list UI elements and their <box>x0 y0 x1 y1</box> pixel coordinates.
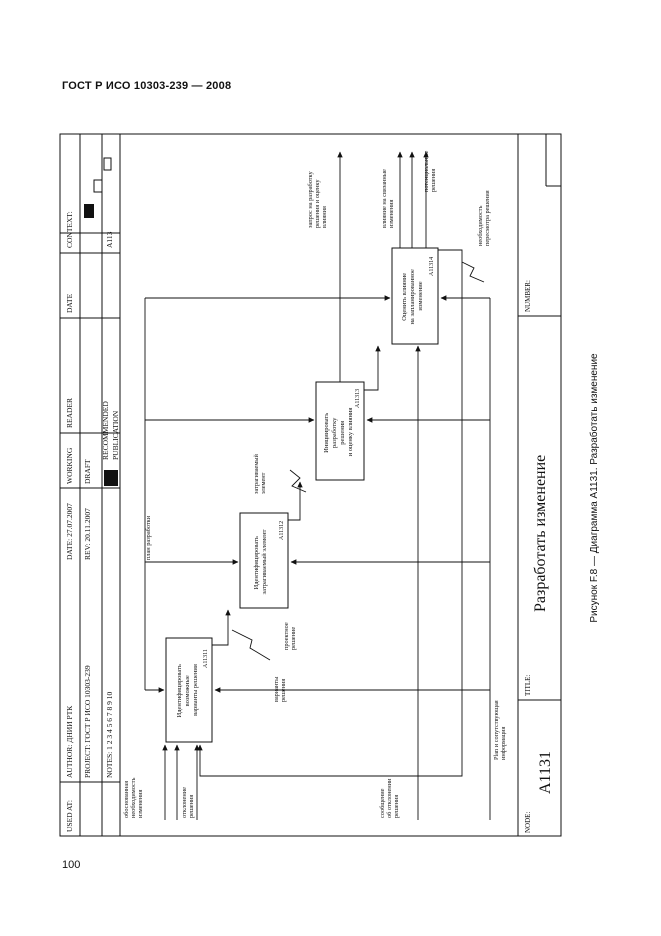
options-label: варианты решения <box>273 675 287 702</box>
date-label: DATE: 27.07.2007 <box>65 503 74 560</box>
figure-caption: Рисунок F.8 — Диаграмма A1131. Разработа… <box>589 353 600 623</box>
output-potential-label: потенциальные решения <box>423 149 437 192</box>
box-a11311-label: Идентифицировать возможные варианты реше… <box>176 663 199 718</box>
input-need-label: обоснованная необходимость изменения <box>123 776 144 818</box>
output-request-label: запрос на разработку решения и оценку вл… <box>307 170 328 228</box>
feedback-rejection-loop <box>197 249 463 777</box>
page-number: 100 <box>62 859 81 871</box>
author-label: AUTHOR: ДНИИ РТК <box>65 705 74 778</box>
flow-options <box>212 609 231 646</box>
box-a11314-label: Оценить влияние на запланированное измен… <box>401 267 424 324</box>
node-value: A1131 <box>537 751 554 794</box>
document-header: ГОСТ Р ИСО 10303-239 — 2008 <box>62 80 232 92</box>
box-a11312-node: A11312 <box>279 521 285 540</box>
date-column-label: DATE <box>65 293 74 313</box>
node-label: NODE: <box>524 812 532 833</box>
activity-box-a11314 <box>391 247 439 345</box>
publication-mark <box>104 470 118 486</box>
used-at-label: USED AT: <box>65 800 74 832</box>
proposed-label: проектное решение <box>283 621 297 650</box>
box-a11313-label: Инициировать разработку решения и оценку… <box>323 408 354 457</box>
control-rejection-label: сообщение об отклонении решения <box>379 777 400 818</box>
project-label: PROJECT: ГОСТ Р ИСО 10303-239 <box>83 665 92 778</box>
box-a11313-node: A11313 <box>355 389 361 408</box>
publication-label: PUBLICATION <box>111 410 120 460</box>
output-required-label: необходимость пересмотра решения <box>477 190 491 246</box>
context-node: A113 <box>105 231 114 248</box>
title-label: TITLE: <box>524 675 532 696</box>
box-a11314-node: A11314 <box>429 257 435 276</box>
notes-label: NOTES: 1 2 3 4 5 6 7 8 9 10 <box>105 692 114 779</box>
callout-affected <box>289 469 307 493</box>
context-node-mark <box>84 204 94 218</box>
box-a11311-node: A11311 <box>203 649 209 668</box>
affected-label: затрагиваемый элемент <box>253 453 267 495</box>
number-label: NUMBER: <box>524 280 532 312</box>
rev-label: REV: 20.11.2007 <box>83 508 92 560</box>
recommended-label: RECOMMENDED <box>101 401 110 460</box>
output-related-label: влияние на связанные изменения <box>381 168 395 228</box>
flow-request <box>364 345 381 391</box>
working-label: WORKING <box>65 447 74 484</box>
callout-proposed <box>231 629 271 661</box>
context-node-box <box>93 179 103 193</box>
context-label: CONTEXT: <box>65 211 74 248</box>
title-value: Разработать изменение <box>532 455 549 612</box>
flow-affected <box>288 481 303 521</box>
mechanism-label: Plan и сопутствующая информация <box>493 699 507 760</box>
box-a11312-label: Идентифицировать затрагиваемый элемент <box>253 529 268 594</box>
context-node-box <box>103 157 112 171</box>
sheet-frame <box>59 133 562 837</box>
activity-box-a11311 <box>165 637 213 743</box>
activity-box-a11312 <box>239 512 289 609</box>
draft-label: DRAFT <box>83 459 92 484</box>
reader-label: READER <box>65 398 74 428</box>
plan-label: план разработки <box>145 515 152 560</box>
input-rejection-label: отклонение решения <box>181 786 195 818</box>
callout-required <box>461 261 485 283</box>
